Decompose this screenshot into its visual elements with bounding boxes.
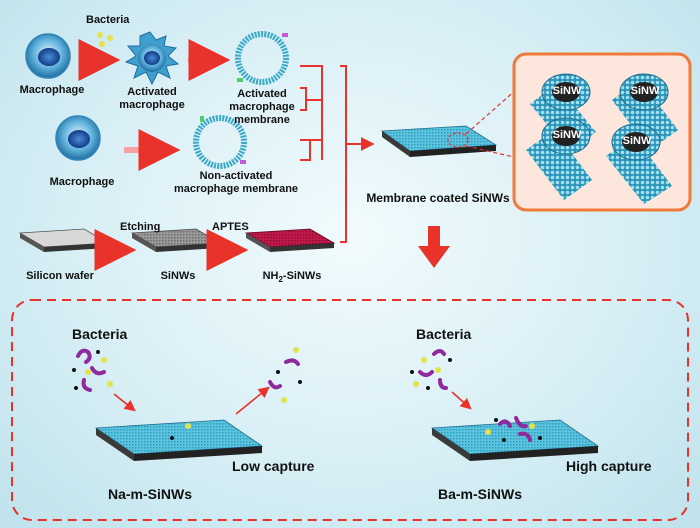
membrane-coated-plate: [380, 125, 498, 157]
arrow-in-right: [451, 391, 472, 410]
aptes-label: APTES: [212, 221, 249, 233]
etching-label: Etching: [120, 221, 161, 233]
arrow-in-left: [113, 393, 136, 412]
arrow-out-left: [235, 386, 270, 415]
zoom-circle: [447, 132, 469, 148]
ba-m-sinws-label: Ba-m-SiNWs: [437, 486, 523, 502]
nanowire-4: [606, 123, 672, 204]
bacteria-cluster-left: [72, 348, 113, 392]
activated-macrophage-label: Activated macrophage: [119, 86, 185, 111]
low-capture-label: Low capture: [232, 458, 315, 474]
silicon-wafer-plate: [18, 228, 110, 252]
nh2-sinws-label: NH2-SiNWs: [262, 270, 322, 285]
nonactivated-membrane-label: Non-activated macrophage membrane: [173, 170, 299, 195]
zoom-inset: [512, 52, 692, 212]
bacteria-cluster-right: [410, 349, 452, 390]
na-m-sinws-plate: [94, 419, 264, 461]
nanowire-3: [526, 117, 592, 200]
ba-m-sinws-plate: [430, 416, 600, 461]
bacteria-escaped-left: [268, 347, 302, 403]
sinws-label: SiNWs: [160, 270, 196, 282]
big-down-arrow: [418, 226, 450, 268]
membrane-coated-label: Membrane coated SiNWs: [366, 191, 510, 205]
na-m-sinws-label: Na-m-SiNWs: [107, 486, 193, 502]
macrophage-cell-1: [25, 33, 71, 79]
nanowire-2: [612, 73, 678, 150]
sinw-label-4: SiNW: [622, 135, 652, 147]
nh2-sinws-plate: [244, 228, 336, 252]
zoom-line-bottom: [465, 145, 519, 159]
nonactivated-membrane-ring: [193, 115, 247, 169]
silicon-wafer-label: Silicon wafer: [26, 270, 94, 282]
bacteria-dots-top: [97, 32, 113, 47]
activated-membrane-ring: [235, 31, 289, 85]
capture-panel-border: [11, 299, 689, 521]
merge-bracket: [300, 65, 347, 243]
macrophage-label-2: Macrophage: [49, 176, 115, 188]
bacteria-label-top: Bacteria: [86, 14, 130, 26]
high-capture-label: High capture: [566, 458, 652, 474]
sinw-label-1: SiNW: [552, 85, 582, 97]
sinw-label-3: SiNW: [552, 129, 582, 141]
zoom-line-top: [465, 87, 519, 135]
activated-membrane-label: Activated macrophage membrane: [229, 88, 295, 126]
bacteria-label-right: Bacteria: [416, 326, 472, 342]
sinw-label-2: SiNW: [630, 85, 660, 97]
macrophage-label-1: Macrophage: [19, 84, 85, 96]
activated-macrophage-cell: [124, 31, 180, 86]
bacteria-label-left: Bacteria: [72, 326, 128, 342]
macrophage-cell-2: [55, 115, 101, 161]
